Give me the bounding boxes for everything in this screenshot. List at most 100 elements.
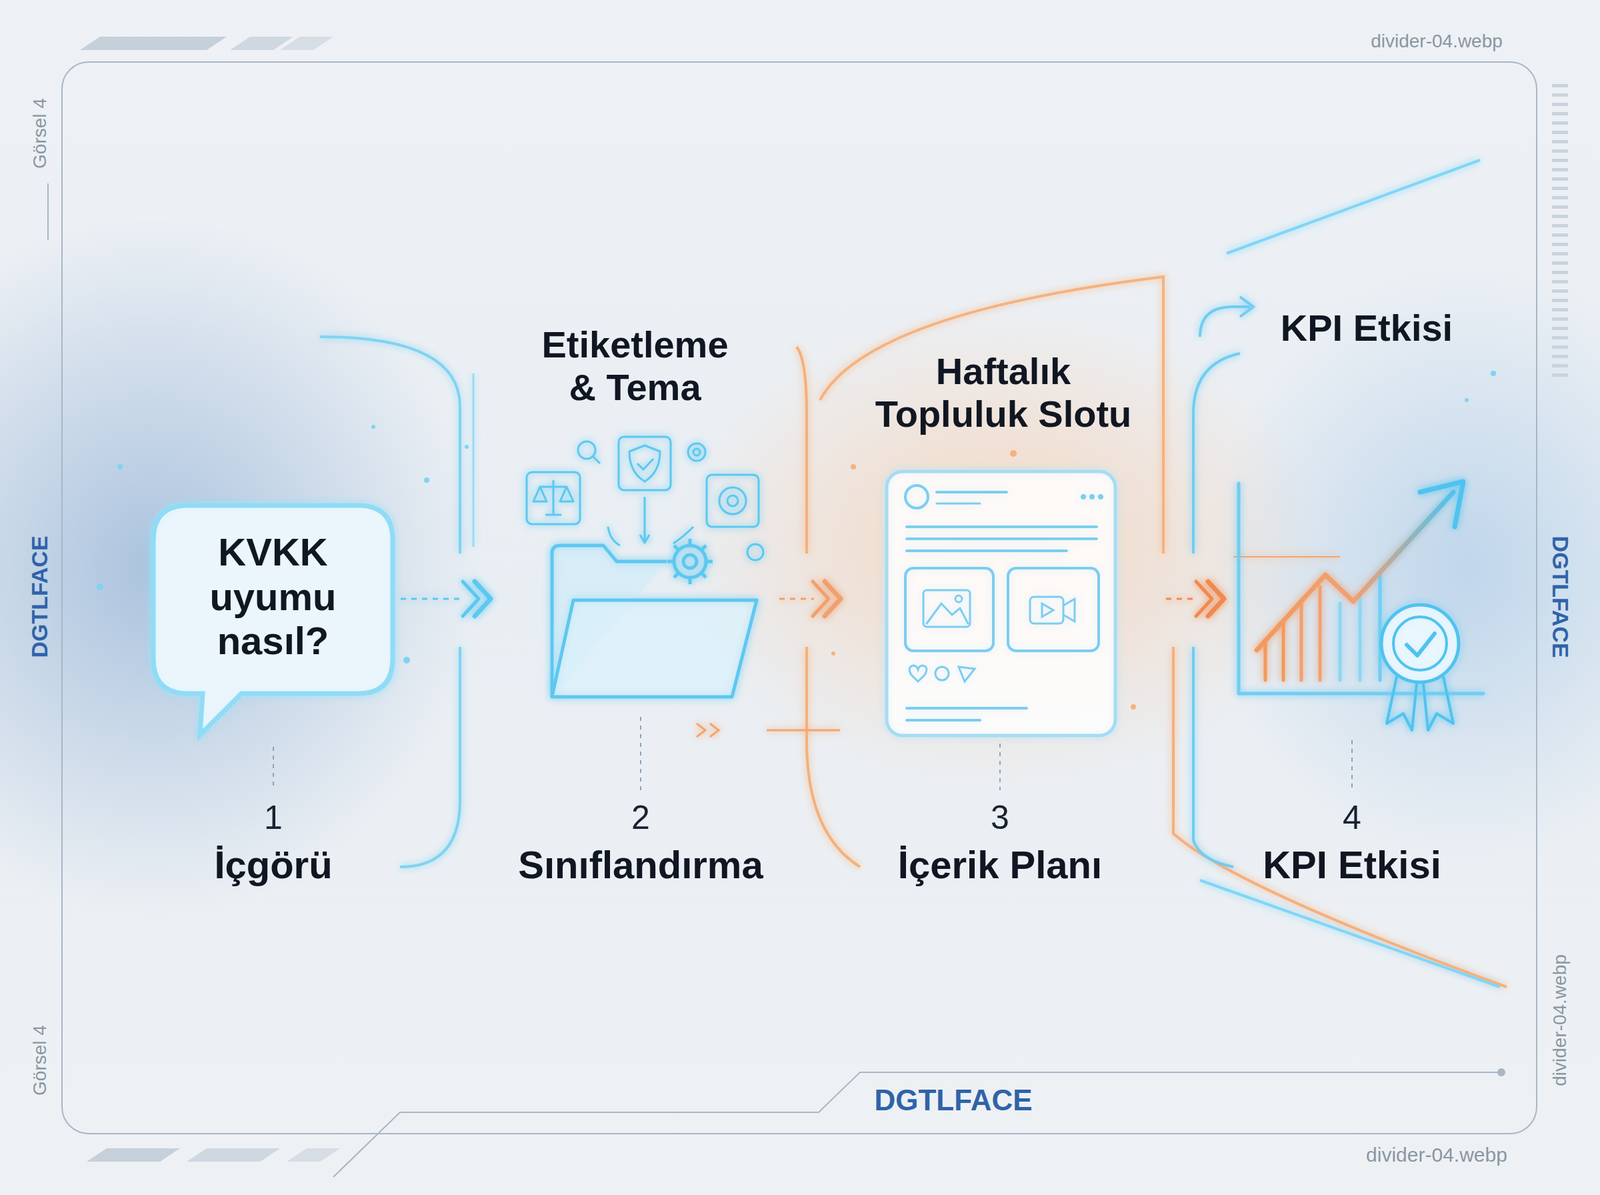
- folder-icon: [727, 495, 738, 506]
- arrow-head: [462, 581, 479, 616]
- flow-connector: [1166, 581, 1224, 616]
- particles: [371, 424, 376, 429]
- connector-line: [400, 598, 464, 600]
- kpi-chart: [1406, 633, 1435, 656]
- panel-brackets: [1226, 160, 1480, 254]
- panel-brackets: [1193, 646, 1234, 867]
- post-card: [955, 595, 962, 602]
- post-card: [1030, 596, 1064, 624]
- frame: [333, 1072, 1500, 1177]
- brand-mark: DGTLFACE: [27, 535, 52, 658]
- post-card: [886, 471, 1116, 736]
- speech-bubble: KVKK uyumu nasıl?: [148, 500, 398, 740]
- file-name: divider-04.webp: [1550, 954, 1571, 1086]
- file-name: divider-04.webp: [1366, 1143, 1508, 1166]
- post-card: [923, 590, 970, 627]
- post-card: [1082, 495, 1085, 498]
- panel-brackets: [796, 346, 807, 554]
- panel-brackets: [1173, 646, 1507, 987]
- frame: [286, 1148, 340, 1162]
- folder-icon: [706, 474, 759, 527]
- post-card: [936, 502, 980, 505]
- panel-brackets: [320, 160, 1507, 987]
- panel-brackets: [1240, 296, 1254, 317]
- kpi-chart: [1393, 616, 1447, 670]
- post-card: [1008, 568, 1099, 651]
- particles: [117, 464, 123, 470]
- panel-brackets: [1193, 353, 1240, 554]
- particles: [1464, 398, 1469, 402]
- folder-icon: [552, 600, 757, 697]
- frame: [186, 1148, 280, 1162]
- folder-icon: [719, 487, 746, 514]
- post-card: [906, 537, 1097, 540]
- step-heading: Etiketleme & Tema: [528, 323, 742, 410]
- step-node: Haftalık Topluluk Slotu: [843, 343, 1164, 744]
- particles: [1010, 450, 1017, 457]
- folder-icon: [608, 496, 694, 546]
- folder-icon: [688, 443, 706, 461]
- particles: [96, 583, 104, 590]
- figure-tag: Görsel 4: [30, 1024, 51, 1096]
- step-name: KPI Etkisi: [1262, 843, 1442, 886]
- folder-icon: [629, 445, 660, 482]
- post-card: [909, 665, 927, 682]
- step-node: KPI Etkisi: [1226, 300, 1507, 740]
- folder-icon: [683, 554, 697, 568]
- post-card: [906, 718, 980, 722]
- folder-icon: [637, 458, 654, 470]
- panel-brackets: [696, 723, 706, 737]
- panel-brackets: [1233, 556, 1340, 558]
- step-name: İçerik Planı: [898, 843, 1102, 886]
- step-number: 2: [631, 799, 650, 836]
- arrow-head: [812, 581, 829, 616]
- flow-connector: [779, 581, 841, 616]
- frame: [48, 36, 1568, 1177]
- particles: [424, 477, 430, 483]
- particles: [96, 370, 1496, 710]
- frame: [1497, 1068, 1506, 1076]
- kpi-chart: [1423, 676, 1454, 730]
- panel-brackets: [1200, 306, 1250, 337]
- file-name: divider-04.webp: [1370, 31, 1503, 52]
- panel-brackets: [400, 646, 460, 867]
- kpi-chart: [1264, 640, 1268, 680]
- kpi-chart: [1318, 586, 1322, 680]
- panel-brackets: [766, 729, 840, 732]
- arrow-head: [1196, 581, 1212, 616]
- panel-brackets: [710, 723, 719, 737]
- brand-mark: DGTLFACE: [1547, 535, 1572, 658]
- folder-icon: [640, 534, 650, 543]
- kpi-chart: [1358, 593, 1362, 680]
- folder-icon: [592, 456, 600, 464]
- question-text: KVKK uyumu nasıl?: [173, 530, 374, 664]
- panel-brackets: [806, 646, 860, 867]
- frame: [280, 36, 334, 50]
- post-card: [905, 485, 928, 508]
- leader-lines: [640, 716, 642, 790]
- folder-icon: [526, 436, 764, 697]
- post-card: [936, 490, 1007, 494]
- particles: [850, 464, 856, 470]
- post-card: [1090, 495, 1094, 498]
- kpi-chart: [1378, 573, 1382, 680]
- post-card: [958, 666, 975, 682]
- step-number: 1: [264, 799, 283, 836]
- figure-tag: Görsel 4: [30, 98, 51, 169]
- leader-lines: [999, 743, 1001, 790]
- post-card: [906, 706, 1027, 710]
- step-name: İçgörü: [214, 843, 332, 886]
- kpi-chart: [1282, 620, 1286, 680]
- particles: [403, 656, 410, 664]
- folder-icon: [667, 538, 713, 584]
- post-card: [1042, 603, 1054, 617]
- leader-lines: [1351, 740, 1353, 790]
- particles: [464, 444, 469, 449]
- folder-icon: [618, 436, 671, 490]
- step-number: 3: [990, 799, 1010, 836]
- brand-mark: DGTLFACE: [874, 1084, 1032, 1116]
- kpi-chart: [1386, 676, 1417, 730]
- step-node: Etiketleme & Tema: [493, 316, 777, 710]
